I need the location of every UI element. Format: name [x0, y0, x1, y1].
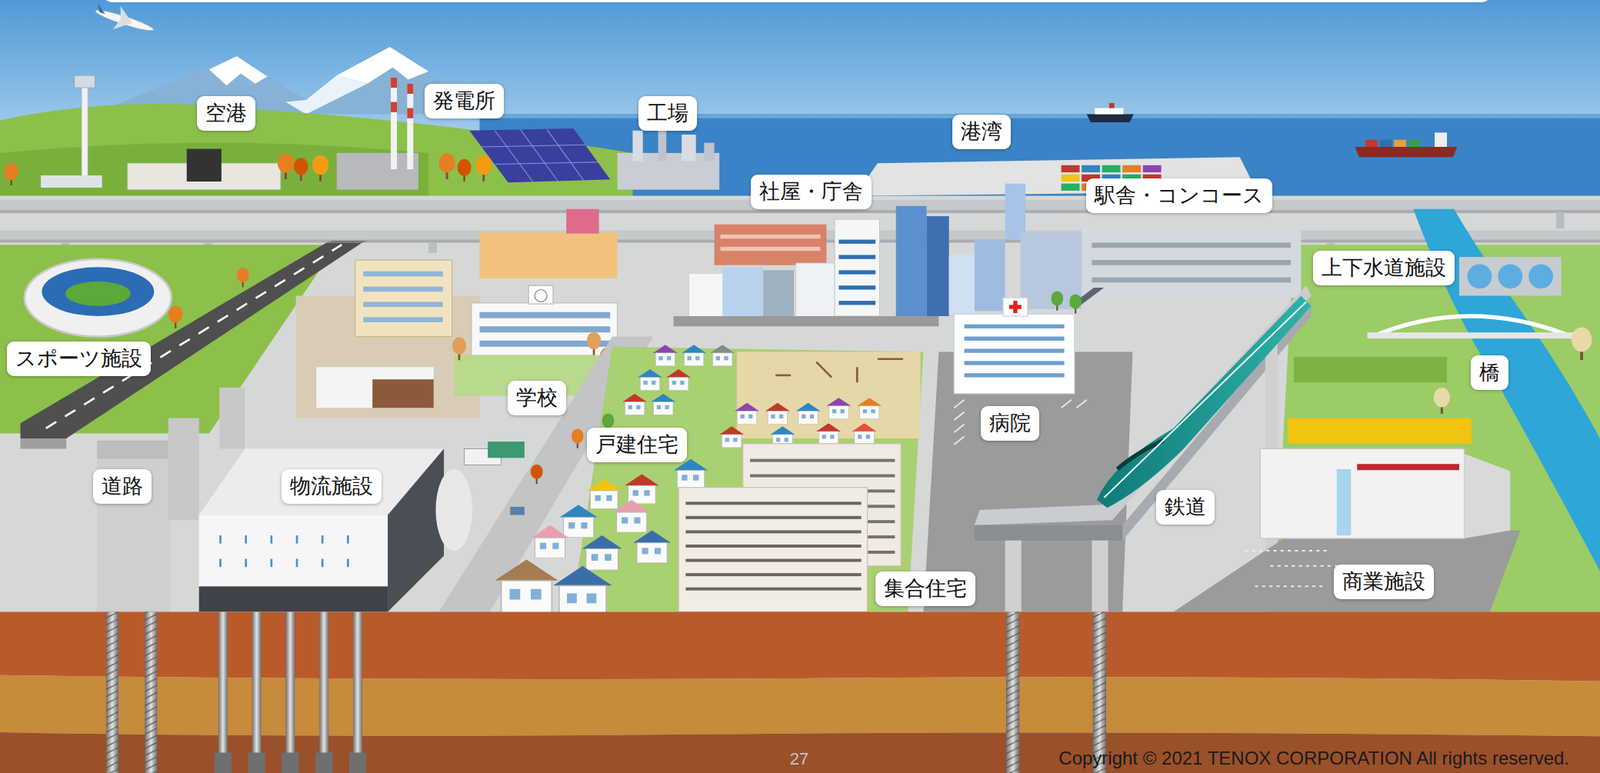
place-label: 上下水道施設	[1313, 250, 1455, 286]
place-name: 鉄道	[1164, 493, 1207, 521]
place-label: 駅舎・コンコース	[1086, 178, 1273, 214]
place-name: スポーツ施設	[15, 345, 143, 373]
place-label: 社屋・庁舎	[750, 174, 872, 210]
place-label: 学校	[507, 380, 567, 416]
place-label: 物流施設	[281, 469, 382, 504]
place-name: 港湾	[960, 118, 1003, 146]
place-name: 社屋・庁舎	[759, 178, 864, 206]
place-label: 集合住宅	[875, 571, 976, 607]
place-name: 工場	[646, 100, 689, 127]
place-name: 発電所	[433, 87, 496, 115]
place-name: 空港	[205, 100, 247, 127]
place-name: 物流施設	[290, 473, 374, 500]
copyright-notice: Copyright © 2021 TENOX CORPORATION All r…	[1058, 747, 1570, 770]
place-name: 病院	[989, 410, 1031, 437]
place-name: 橋	[1479, 359, 1500, 387]
place-label: 戸建住宅	[586, 427, 687, 463]
place-name: 商業施設	[1342, 568, 1426, 596]
place-name: 集合住宅	[883, 575, 967, 603]
place-name: 戸建住宅	[595, 431, 679, 459]
place-label: 工場	[638, 96, 697, 131]
place-label: 商業施設	[1333, 564, 1434, 600]
place-name: 学校	[516, 384, 558, 412]
place-label: 鉄道	[1156, 490, 1215, 525]
place-label: 港湾	[952, 114, 1011, 150]
place-label: 道路	[93, 469, 152, 504]
place-label: 発電所	[424, 83, 504, 119]
place-name: 道路	[101, 473, 144, 500]
place-label: 空港	[196, 96, 256, 131]
place-name: 駅舎・コンコース	[1094, 182, 1264, 210]
place-name: 上下水道施設	[1321, 254, 1447, 282]
place-label: スポーツ施設	[6, 341, 151, 377]
place-label: 病院	[980, 406, 1040, 441]
place-label: 橋	[1470, 355, 1509, 390]
page-number: 27	[790, 749, 809, 770]
